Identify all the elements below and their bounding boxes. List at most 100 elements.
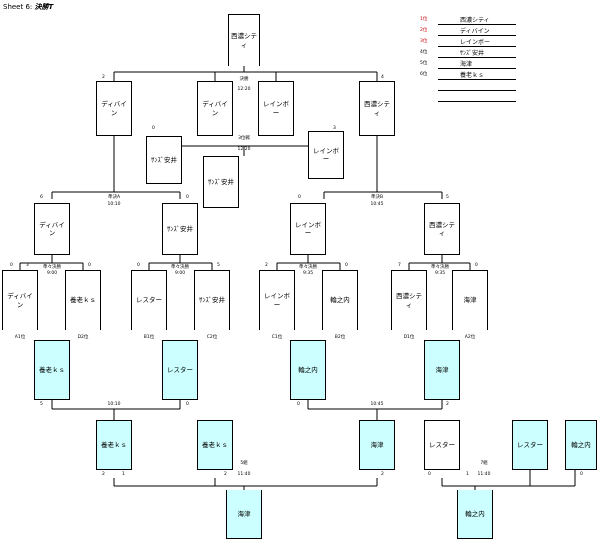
qf1-score-left: 0 <box>10 263 13 268</box>
ko5-team-2-name: 養老ｋｓ <box>202 440 228 449</box>
r1-team-1-name: ディバイン <box>7 292 33 309</box>
bl-score-4: 2 <box>381 472 384 477</box>
legend-row: 4位ｻﾝｽﾞ安井 <box>416 47 516 58</box>
seed-1: A1位 <box>14 335 26 340</box>
champion-box: 西濃シティ <box>228 14 260 66</box>
pre-score-1-right: 0 <box>186 402 189 407</box>
ko5-team-1-name: 養老ｋｓ <box>101 440 127 449</box>
qf1-box: ディバイン <box>34 203 70 255</box>
qf2-time: 9:00 <box>174 271 186 276</box>
ko5-team-5: レスター <box>512 420 548 470</box>
seed-8: A2位 <box>464 335 476 340</box>
sheet-title: Sheet 6: 決勝T <box>3 2 53 12</box>
ko5-team-2: 養老ｋｓ <box>197 420 233 470</box>
final-loser-left-box: ディバイン <box>197 81 233 136</box>
pre-team-4-name: 海津 <box>435 365 449 374</box>
seed-5: C1位 <box>271 335 283 340</box>
semi-right-box: レインボー <box>308 131 344 179</box>
ko5-team-3: 海津 <box>359 420 395 470</box>
r1-team-4-name: ｻﾝｽﾞ安井 <box>199 296 225 305</box>
r1-team-2: 養老ｋｓ <box>65 270 101 330</box>
legend-team: 海津 <box>460 61 473 68</box>
legend-team: ディバイン <box>460 28 490 35</box>
bl-label: 5組 <box>240 461 248 466</box>
r1-team-1: ディバイン <box>2 270 38 330</box>
semi-b-score-left: 0 <box>298 195 301 200</box>
legend-row: 2位ディバイン <box>416 25 516 36</box>
r1-team-5: レインボー <box>259 270 295 330</box>
r1-team-6-name: 輪之内 <box>330 296 350 305</box>
semi-a-time: 10:10 <box>107 202 121 207</box>
semi-left-name: ｻﾝｽﾞ安井 <box>151 155 177 164</box>
ko5-team-3-name: 海津 <box>370 440 384 449</box>
pre-score-1-left: 5 <box>40 402 43 407</box>
qf1-score-right: 3 <box>26 263 29 268</box>
qf1-score-far: 0 <box>88 263 91 268</box>
final-score-right: 4 <box>381 75 384 80</box>
r1-team-4: ｻﾝｽﾞ安井 <box>194 270 230 330</box>
legend-rank: 5位 <box>420 61 428 66</box>
semi-left-box: ｻﾝｽﾞ安井 <box>146 136 182 184</box>
ko5-team-6-name: 輪之内 <box>571 440 591 449</box>
semi-a-score-right: 0 <box>186 195 189 200</box>
semi-a-score-left: 6 <box>40 195 43 200</box>
qf1-name: ディバイン <box>39 220 65 237</box>
final-right-box: 西濃シティ <box>359 81 395 136</box>
champion-name: 西濃シティ <box>231 32 257 49</box>
seed-4: C2位 <box>206 335 218 340</box>
pre-team-2: レスター <box>162 340 198 400</box>
bottom-left-name: 海津 <box>237 509 251 518</box>
final-right-name: 西濃シティ <box>364 100 390 117</box>
final-time: 12:20 <box>237 87 251 92</box>
legend-rank: 4位 <box>420 50 428 55</box>
seed-7: D1位 <box>403 335 415 340</box>
sheet-name: 決勝T <box>34 3 54 11</box>
qf3-score-right: 0 <box>345 263 348 268</box>
sheet-title-prefix: Sheet 6: <box>3 3 33 11</box>
legend-team: レインボー <box>460 39 491 46</box>
qf2-score-left: 0 <box>137 263 140 268</box>
br-label: 7組 <box>480 461 488 466</box>
final-left-name: ディバイン <box>101 100 127 117</box>
semi-b-time: 10:45 <box>370 202 384 207</box>
ranking-legend: 1位西濃シティ 2位ディバイン 3位レインボー 4位ｻﾝｽﾞ安井 5位海津 6位… <box>416 14 516 102</box>
qf4-box: 西濃シティ <box>424 203 460 255</box>
r1-team-7: 西濃シティ <box>391 270 427 330</box>
seed-6: B2位 <box>334 335 346 340</box>
r1-team-8: 海津 <box>452 270 488 330</box>
third-place-box: ｻﾝｽﾞ安井 <box>203 156 239 208</box>
bl-score-1: 2 <box>102 472 105 477</box>
qf4-label: 準々決勝 <box>431 265 449 270</box>
qf3-score-left: 2 <box>265 263 268 268</box>
pre-team-2-name: レスター <box>167 365 193 374</box>
legend-row: 5位 海津 <box>416 58 516 69</box>
final-score-left: 2 <box>102 75 105 80</box>
pre-time-1: 10:10 <box>107 402 121 407</box>
qf4-name: 西濃シティ <box>429 220 455 237</box>
legend-row <box>416 80 516 91</box>
legend-team: 西濃シティ <box>460 17 490 24</box>
qf1-label: 準々決勝 <box>43 265 61 270</box>
third-time: 12:20 <box>237 147 251 152</box>
ko5-team-4: レスター <box>424 420 460 470</box>
legend-row: 6位養老ｋｓ <box>416 69 516 80</box>
qf4-score-left: 7 <box>398 263 401 268</box>
pre-time-2: 10:45 <box>370 402 384 407</box>
semi-b-score-right: 5 <box>446 195 449 200</box>
qf3-box: レインボー <box>290 203 326 255</box>
ko5-team-6: 輪之内 <box>565 420 597 470</box>
bottom-right-name: 輪之内 <box>465 509 485 518</box>
qf2-score-right: 5 <box>217 263 220 268</box>
seed-3: B1位 <box>143 335 155 340</box>
pre-team-4: 海津 <box>424 340 460 400</box>
pre-team-1: 養老ｋｓ <box>34 340 70 400</box>
final-label: 決勝 <box>239 77 249 82</box>
qf2-name: ｻﾝｽﾞ安井 <box>167 224 193 233</box>
r1-team-8-name: 海津 <box>463 296 477 305</box>
bl-time: 11:40 <box>237 472 251 477</box>
third-label: 3位戦 <box>238 136 250 141</box>
pre-score-2-left: 0 <box>297 402 300 407</box>
r1-team-7-name: 西濃シティ <box>396 292 422 309</box>
legend-row: 3位レインボー <box>416 36 516 47</box>
qf2-box: ｻﾝｽﾞ安井 <box>162 203 198 255</box>
